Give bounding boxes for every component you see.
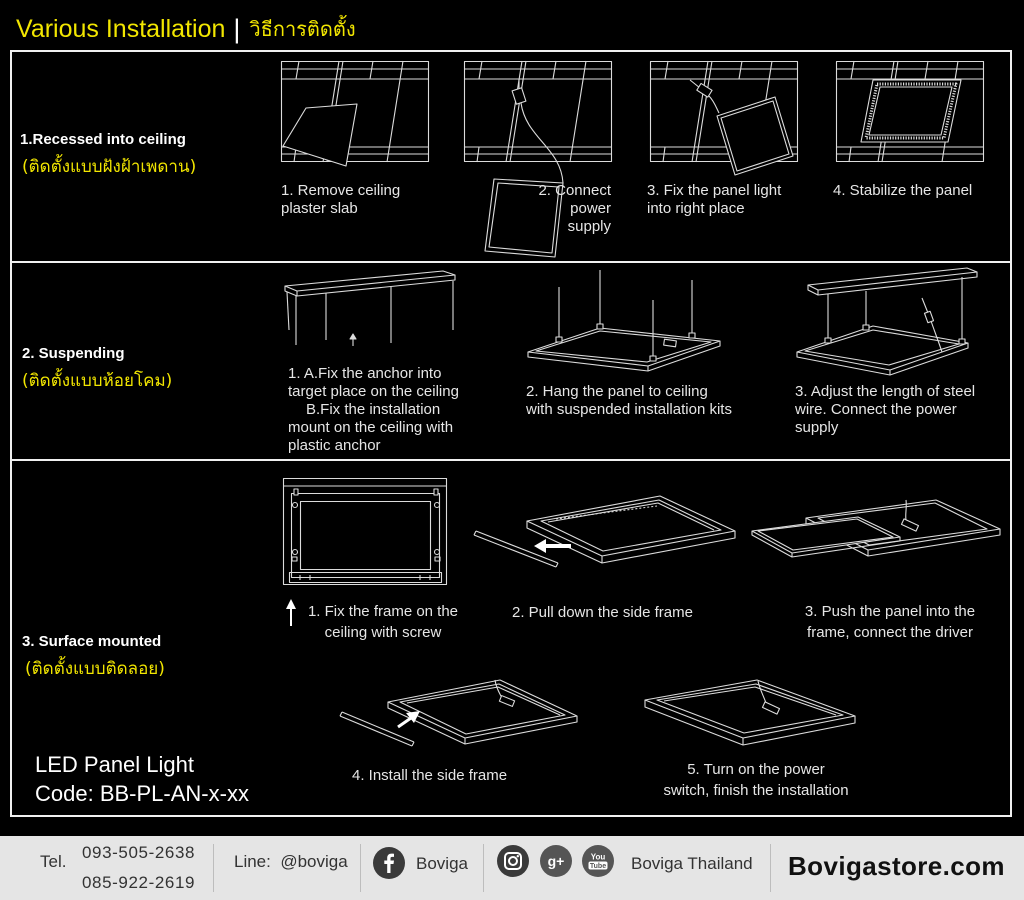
footer-divider [360,844,361,892]
page-header: Various Installation | วิธีการติดตั้ง [16,13,356,45]
social-name: Boviga Thailand [631,854,753,873]
instagram-icon [497,845,529,877]
header-separator: | [233,13,241,44]
tel-label: Tel. [40,852,67,871]
phone-number: 093-505-2638 [82,843,196,862]
step-fix-panel-caption: 3. Fix the panel light into right place [647,182,781,218]
step-remove-ceiling-caption: 1. Remove ceiling plaster slab [281,182,400,218]
section-1-title: 1.Recessed into ceiling [20,131,186,148]
youtube-glyph-top: You [591,853,606,862]
section-3-title: 3. Surface mounted [22,633,162,650]
caption-line: 4. Stabilize the panel [833,182,973,199]
line-contact: Line: @boviga [234,852,348,872]
caption-line: 1. A.Fix the anchor into [288,365,442,382]
caption-line: 3. Push the panel into the [804,603,976,620]
google-plus-icon: g+ [540,845,572,877]
instructions-frame [10,50,1012,817]
step-adjust-wire-caption: 3. Adjust the length of steel wire. Conn… [795,383,975,437]
step-fix-frame-caption: 1. Fix the frame on the ceiling with scr… [303,601,463,643]
facebook-name: Boviga [416,854,468,873]
step-fix-anchor-caption: 1. A.Fix the anchor into target place on… [288,365,459,455]
caption-line: supply [567,218,611,235]
caption-line: 2. Connect [538,182,611,199]
google-plus-glyph: g+ [548,853,565,869]
caption-line: supply [795,419,839,436]
header-title-english: Various Installation [16,14,226,43]
caption-line: into right place [647,200,745,217]
caption-line: plaster slab [281,200,358,217]
caption-line: 5. Turn on the power [687,761,825,778]
section-divider [10,261,1012,263]
phone-number: 085-922-2619 [82,873,196,892]
section-divider [10,459,1012,461]
facebook-icon [373,847,405,879]
caption-line: frame, connect the driver [807,624,973,641]
caption-line: power [570,200,611,217]
footer-divider [770,844,771,892]
caption-line: 3. Fix the panel light [647,182,782,199]
caption-line: 2. Hang the panel to ceiling [526,383,708,400]
step-hang-panel-caption: 2. Hang the panel to ceiling with suspen… [526,383,732,419]
youtube-icon: You Tube [582,845,614,877]
contact-footer: Tel. 093-505-2638 085-922-2619 Line: @bo… [0,836,1024,900]
footer-divider [483,844,484,892]
caption-line: B.Fix the installation [306,401,441,418]
youtube-glyph-bottom: Tube [590,863,606,870]
caption-line: plastic anchor [288,437,381,454]
caption-line: 1. Fix the frame on the [307,603,459,620]
caption-line: 1. Remove ceiling [281,182,401,199]
caption-line: wire. Connect the power [795,401,957,418]
step-install-side-frame-caption: 4. Install the side frame [352,766,507,786]
step-push-panel-caption: 3. Push the panel into the frame, connec… [800,601,980,643]
step-pull-side-frame-caption: 2. Pull down the side frame [512,603,693,623]
caption-line: target place on the ceiling [288,383,459,400]
caption-line: 4. Install the side frame [352,767,508,784]
section-2-title: 2. Suspending [22,345,125,362]
caption-line: switch, finish the installation [663,782,849,799]
caption-line: 2. Pull down the side frame [512,604,693,621]
caption-line: with suspended installation kits [526,401,732,418]
caption-line: ceiling with screw [324,624,442,641]
section-3-subtitle: (ติดตั้งแบบติดลอย) [25,659,165,679]
footer-divider [213,844,214,892]
header-title-thai: วิธีการติดตั้ง [249,17,356,41]
line-label: Line: [234,852,271,871]
product-label: LED Panel Light Code: BB-PL-AN-x-xx [35,750,249,808]
step-turn-on-power-caption: 5. Turn on the power switch, finish the … [646,759,866,801]
website-name: Bovigastore.com [788,851,1005,881]
section-1-subtitle: (ติดตั้งแบบฝังฝ้าเพดาน) [22,157,197,177]
step-connect-power-caption: 2. Connect power supply [520,182,611,236]
product-code: Code: BB-PL-AN-x-xx [35,781,249,806]
caption-line: 3. Adjust the length of steel [795,383,976,400]
line-id: @boviga [280,852,348,871]
product-name: LED Panel Light [35,752,194,777]
caption-line: mount on the ceiling with [288,419,454,436]
section-2-subtitle: (ติดตั้งแบบห้อยโคม) [22,371,173,391]
step-stabilize-panel-caption: 4. Stabilize the panel [833,182,972,200]
